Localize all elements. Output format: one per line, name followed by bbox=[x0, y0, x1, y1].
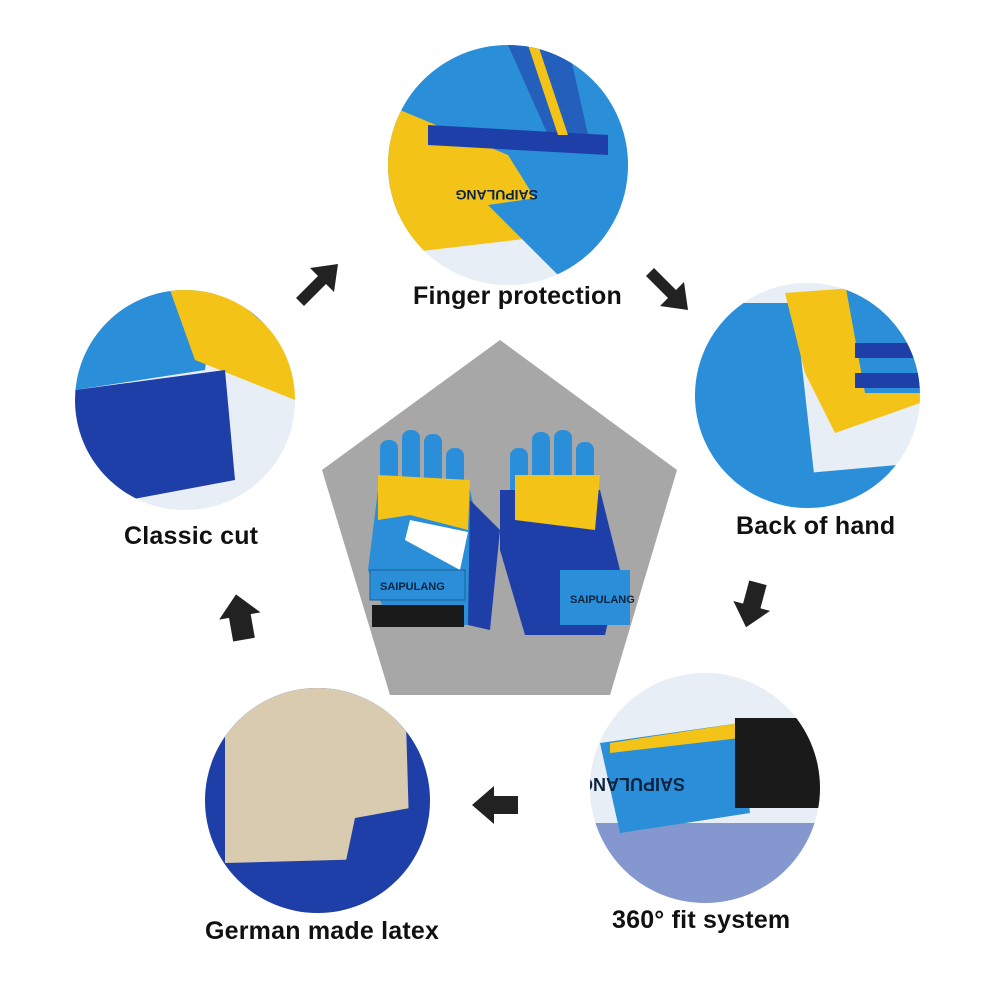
wrist-strap-closeup: SAIPULANG bbox=[590, 673, 820, 903]
latex-palm-closeup bbox=[205, 688, 430, 913]
feature-label-360-fit-system: 360° fit system bbox=[612, 906, 791, 934]
classic-cut-closeup bbox=[75, 290, 295, 510]
arrow-left-icon bbox=[468, 778, 522, 832]
feature-label-classic-cut: Classic cut bbox=[124, 522, 259, 550]
arrow-right-down-icon bbox=[640, 262, 694, 316]
left-glove: SAIPULANG bbox=[368, 430, 500, 630]
arrow-up-icon bbox=[213, 590, 267, 644]
back-of-hand-closeup bbox=[695, 283, 920, 508]
right-glove-brand: SAIPULANG bbox=[570, 594, 635, 606]
brand-text-on-strap: SAIPULANG bbox=[590, 774, 685, 794]
brand-text-on-glove: SAIPULANG bbox=[455, 187, 538, 203]
arrow-right-up-icon bbox=[290, 258, 344, 312]
feature-label-german-made-latex: German made latex bbox=[205, 917, 440, 945]
finger-protection-closeup: SAIPULANG bbox=[388, 45, 628, 285]
left-glove-brand: SAIPULANG bbox=[380, 581, 445, 593]
feature-label-finger-protection: Finger protection bbox=[413, 282, 622, 310]
right-glove: SAIPULANG bbox=[500, 430, 635, 635]
feature-label-back-of-hand: Back of hand bbox=[736, 512, 896, 540]
goalkeeper-gloves-pair-image: SAIPULANG SAIPULANG bbox=[368, 430, 635, 635]
arrow-down-icon bbox=[725, 578, 779, 632]
